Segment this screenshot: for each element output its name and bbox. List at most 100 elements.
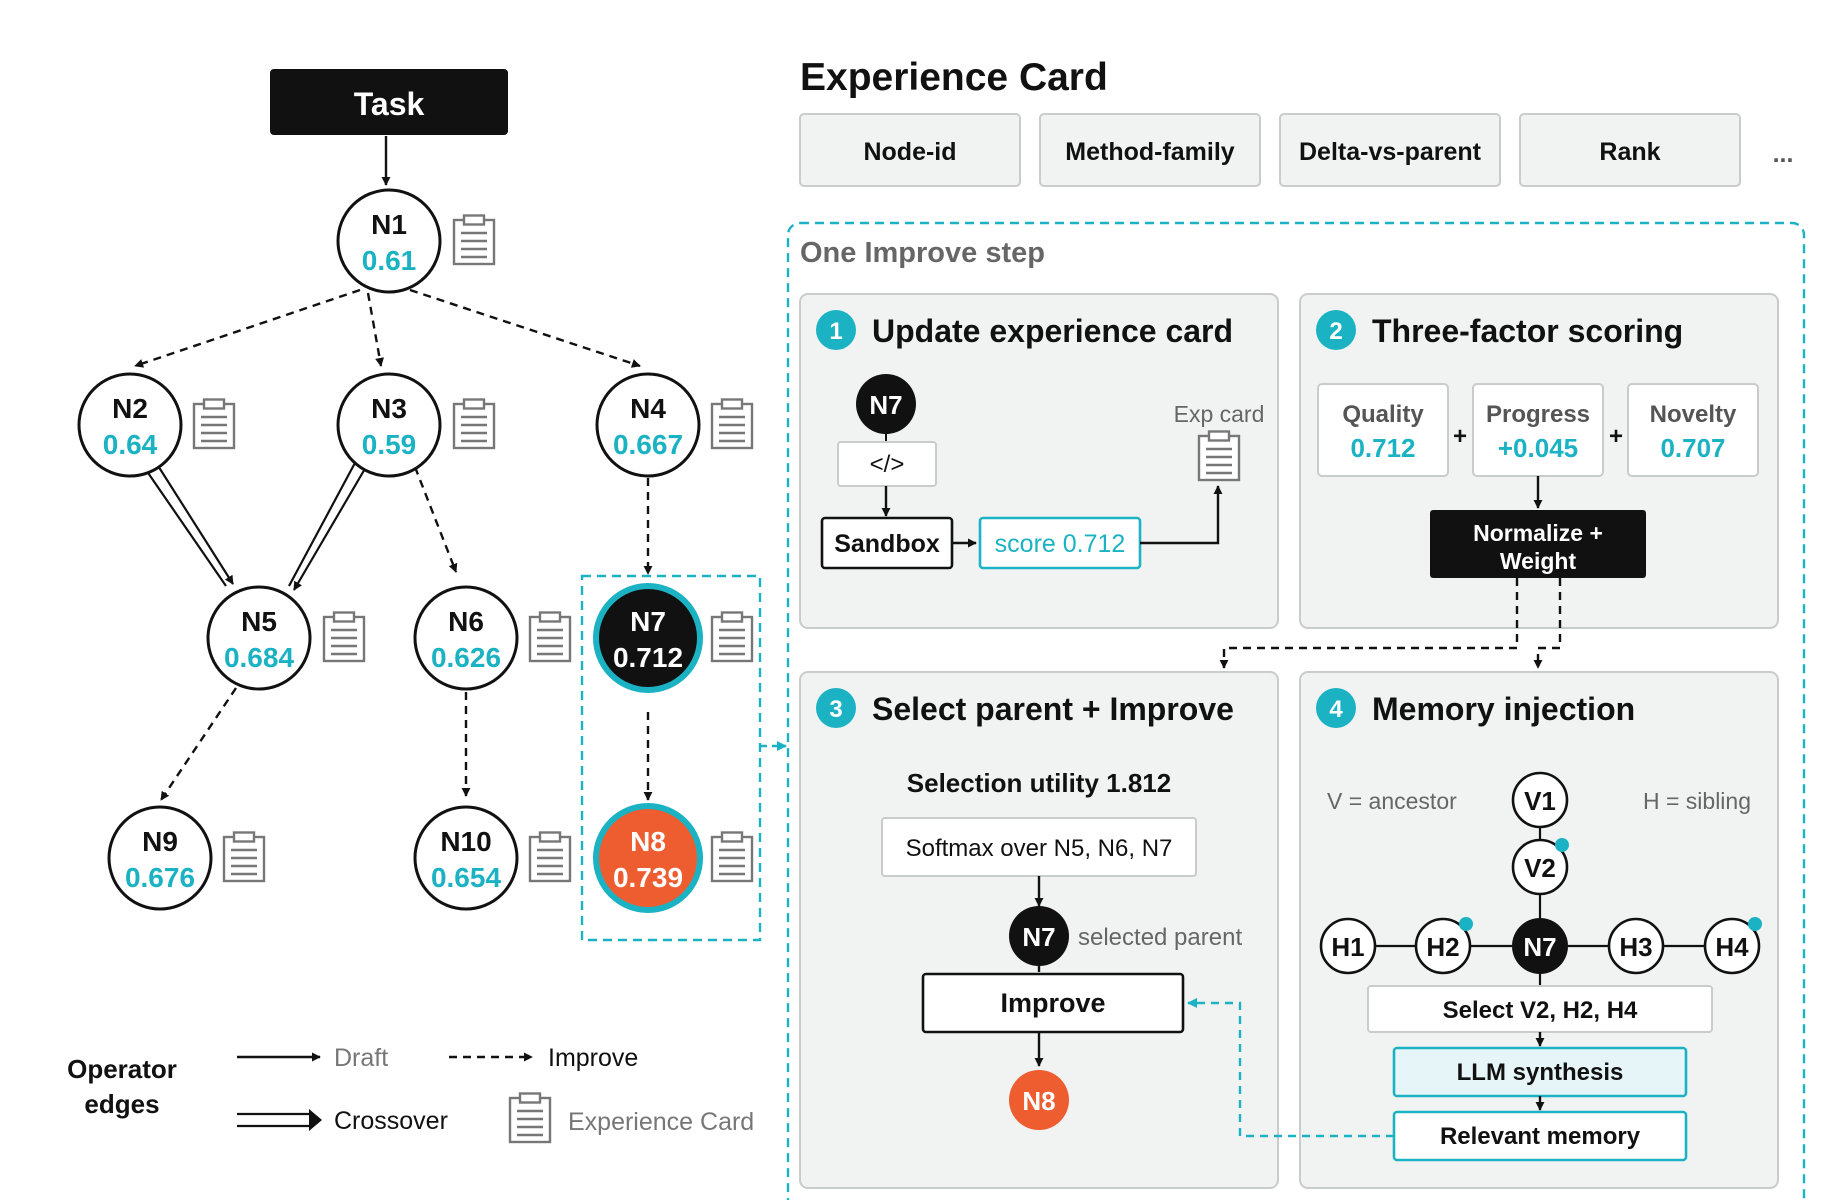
node-n6: N6 0.626 bbox=[413, 585, 519, 691]
node-id: N1 bbox=[371, 209, 407, 240]
node-score: 0.684 bbox=[224, 642, 294, 673]
clipboard-icon bbox=[710, 831, 754, 883]
legend-title-line1: Operator bbox=[67, 1054, 177, 1084]
node-score: 0.712 bbox=[613, 642, 683, 673]
field-label: Delta-vs-parent bbox=[1299, 138, 1482, 166]
node-label: H2 bbox=[1426, 932, 1459, 962]
node-score: 0.676 bbox=[125, 862, 195, 893]
step1: 1 Update experience card N7 </> Sandbox … bbox=[816, 310, 1265, 570]
clipboard-icon bbox=[452, 398, 496, 450]
field-rank: Rank bbox=[1519, 113, 1741, 187]
factor-progress: Progress +0.045 bbox=[1472, 383, 1604, 477]
node-id: N5 bbox=[241, 606, 277, 637]
factor-value: 0.707 bbox=[1660, 433, 1725, 463]
sibling-h3: H3 bbox=[1607, 917, 1665, 975]
clipboard-icon bbox=[508, 1092, 552, 1144]
step-number: 2 bbox=[1329, 318, 1342, 345]
legend: Operator edges Draft Improve Crossover E… bbox=[67, 1044, 754, 1144]
flow-step2-to-step4 bbox=[1533, 578, 1562, 669]
child-node bbox=[1009, 1070, 1069, 1130]
node-n1: N1 0.61 bbox=[336, 188, 442, 294]
softmax-label: Softmax over N5, N6, N7 bbox=[906, 835, 1173, 862]
ancestor-v2: V2 bbox=[1511, 838, 1569, 896]
node-n7-selected: N7 0.712 bbox=[593, 583, 703, 693]
node-n2: N2 0.64 bbox=[77, 372, 183, 478]
plus-sign: + bbox=[1453, 423, 1467, 450]
edge-n2-n5-crossover bbox=[143, 460, 234, 587]
step3: 3 Select parent + Improve Selection util… bbox=[816, 688, 1242, 1130]
factor-label: Novelty bbox=[1650, 401, 1737, 428]
edge-n1-n2 bbox=[134, 288, 361, 368]
clipboard-icon bbox=[528, 831, 572, 883]
node-score: 0.739 bbox=[613, 862, 683, 893]
step-number-badge bbox=[1316, 688, 1356, 728]
field-label: Node-id bbox=[863, 138, 956, 166]
legend-crossover-line bbox=[237, 1109, 322, 1131]
factor-label: Progress bbox=[1486, 401, 1590, 428]
task-box: Task bbox=[270, 69, 508, 135]
node-n9: N9 0.676 bbox=[107, 805, 213, 911]
node-n10: N10 0.654 bbox=[413, 805, 519, 911]
search-tree: Task N1 0.61 N2 0.64 N3 0.59 N4 0.667 N5… bbox=[77, 69, 787, 942]
legend-crossover-label: Crossover bbox=[334, 1107, 448, 1135]
factor-value: +0.045 bbox=[1498, 433, 1578, 463]
llm-label: LLM synthesis bbox=[1457, 1059, 1624, 1086]
center-n7: N7 bbox=[1512, 918, 1568, 974]
task-label: Task bbox=[354, 86, 425, 122]
field-label: Rank bbox=[1599, 138, 1660, 166]
improve-step-title: One Improve step bbox=[800, 237, 1045, 269]
factor-label: Quality bbox=[1342, 401, 1424, 428]
clipboard-icon bbox=[322, 611, 366, 663]
edge-n1-n4 bbox=[409, 288, 641, 368]
step-number-badge bbox=[816, 310, 856, 350]
node-id: N10 bbox=[440, 826, 491, 857]
selection-utility: Selection utility 1.812 bbox=[907, 768, 1171, 798]
improve-step-frame bbox=[786, 221, 1806, 1200]
node-score: 0.64 bbox=[103, 429, 158, 460]
node-id: N6 bbox=[448, 606, 484, 637]
step-number: 4 bbox=[1329, 696, 1343, 723]
ancestor-v1: V1 bbox=[1511, 771, 1569, 829]
legend-experience-card-label: Experience Card bbox=[568, 1108, 754, 1136]
clipboard-icon bbox=[528, 611, 572, 663]
sibling-h1: H1 bbox=[1319, 917, 1377, 975]
normalize-line2: Weight bbox=[1500, 548, 1577, 574]
step4: 4 Memory injection V = ancestor H = sibl… bbox=[1316, 688, 1762, 1162]
edge-n1-n3 bbox=[366, 292, 385, 367]
memory-feedback-arrow bbox=[1187, 998, 1394, 1138]
highlight-box bbox=[580, 574, 762, 942]
node-label: N7 bbox=[1523, 932, 1556, 962]
legend-improve-label: Improve bbox=[548, 1044, 638, 1072]
memory-label: Relevant memory bbox=[1440, 1123, 1641, 1150]
node-score: 0.59 bbox=[362, 429, 417, 460]
field-method-family: Method-family bbox=[1039, 113, 1261, 187]
edge-n3-n6 bbox=[413, 466, 458, 573]
clipboard-icon bbox=[452, 214, 496, 266]
step1-node bbox=[856, 374, 916, 434]
step2: 2 Three-factor scoring Quality 0.712 + P… bbox=[1316, 310, 1759, 578]
node-id: N3 bbox=[371, 393, 407, 424]
normalize-box bbox=[1430, 510, 1646, 578]
legend-draft-label: Draft bbox=[334, 1044, 388, 1072]
flow-step2-to-step3 bbox=[1219, 578, 1519, 669]
step-title: Memory injection bbox=[1372, 691, 1635, 727]
step1-node-label: N7 bbox=[869, 390, 902, 420]
experience-card-title: Experience Card bbox=[800, 56, 1108, 99]
edge-n5-n9 bbox=[160, 687, 237, 801]
selected-parent-label: N7 bbox=[1022, 922, 1055, 952]
step-number: 1 bbox=[829, 318, 842, 345]
node-score: 0.61 bbox=[362, 245, 417, 276]
selected-dot bbox=[1748, 917, 1762, 931]
node-label: H3 bbox=[1619, 932, 1652, 962]
selected-parent-node bbox=[1009, 906, 1069, 966]
factor-quality: Quality 0.712 bbox=[1317, 383, 1449, 477]
node-n5: N5 0.684 bbox=[206, 585, 312, 691]
arrow-score-expcard bbox=[1140, 485, 1223, 545]
exp-card-label: Exp card bbox=[1174, 401, 1265, 427]
ancestor-legend: V = ancestor bbox=[1327, 788, 1457, 814]
node-label: V1 bbox=[1524, 786, 1556, 816]
node-id: N7 bbox=[630, 606, 666, 637]
sibling-legend: H = sibling bbox=[1643, 788, 1751, 814]
node-id: N2 bbox=[112, 393, 148, 424]
